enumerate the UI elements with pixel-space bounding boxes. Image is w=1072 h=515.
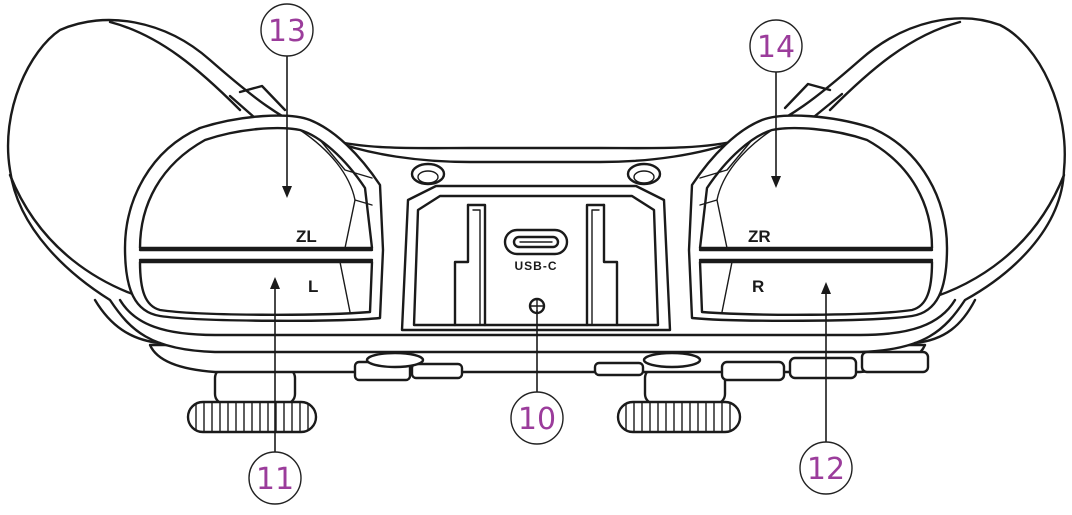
l-bumper-face [138,260,374,316]
svg-text:12: 12 [807,452,845,487]
svg-text:14: 14 [757,30,795,65]
callout-leaders [270,56,831,453]
r-bumper-face [698,260,934,316]
svg-text:11: 11 [256,462,294,497]
callout-12: 12 [799,441,853,495]
zr-trigger-face [698,126,934,250]
zl-label: ZL [296,227,317,246]
svg-text:10: 10 [518,402,556,437]
zl-trigger-face [138,126,374,250]
left-trigger-housing [123,114,385,322]
right-trigger-housing [687,114,949,322]
left-thumbstick [186,366,318,434]
usb-c-port-bay [400,184,672,332]
callout-13: 13 [260,3,314,57]
zr-label: ZR [748,227,771,246]
callout-14: 14 [749,19,803,73]
l-label: L [308,277,318,296]
right-thumbstick [616,366,742,434]
callout-11: 11 [248,451,302,505]
callout-10: 10 [510,391,564,445]
r-label: R [752,277,764,296]
usb-c-label: USB-C [515,259,558,273]
svg-text:13: 13 [268,14,306,49]
